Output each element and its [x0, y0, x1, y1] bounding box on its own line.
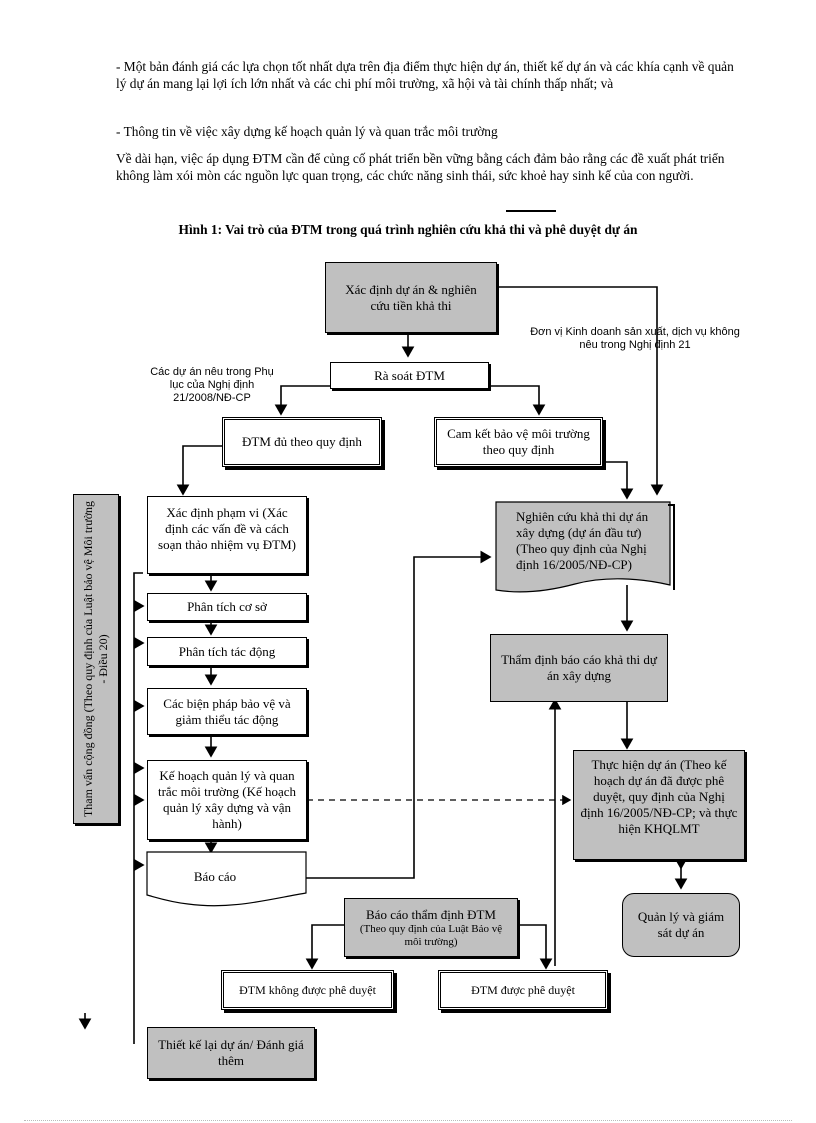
box-ra-soat-dtm: Rà soát ĐTM	[330, 362, 489, 389]
box-thuc-hien-text: Thực hiện dự án (Theo kế hoạch dự án đã …	[580, 757, 738, 836]
box-thuc-hien-du-an: Thực hiện dự án (Theo kế hoạch dự án đã …	[573, 750, 745, 860]
box-thiet-ke-lai: Thiết kế lại dự án/ Đánh giá thêm	[147, 1027, 315, 1079]
paragraph-evaluation: - Một bản đánh giá các lựa chọn tốt nhất…	[116, 59, 734, 91]
box-bao-cao: Báo cáo	[150, 857, 280, 897]
box-ke-hoach: Kế hoạch quản lý và quan trắc môi trường…	[147, 760, 307, 840]
box-nghien-cuu-text: Nghiên cứu khả thi dự án xây dựng (dự án…	[516, 509, 649, 572]
box-ra-soat-text: Rà soát ĐTM	[374, 367, 445, 383]
box-bien-phap-text: Các biện pháp bảo vệ và giảm thiểu tác đ…	[163, 695, 291, 727]
box-quan-ly-giam-sat: Quản lý và giám sát dự án	[622, 893, 740, 957]
box-phan-tich-co-so: Phân tích cơ sở	[147, 593, 307, 621]
box-bao-cao-text: Báo cáo	[193, 869, 237, 884]
paragraph-monitoring-info: - Thông tin về việc xây dựng kế hoạch qu…	[116, 124, 498, 139]
box-ke-hoach-text: Kế hoạch quản lý và quan trắc môi trường…	[157, 768, 297, 831]
box-phan-tich-tac-dong: Phân tích tác động	[147, 637, 307, 666]
box-tham-dinh-dtm-text: Báo cáo thẩm định ĐTM	[366, 906, 496, 922]
box-nghien-cuu-kha-thi: Nghiên cứu khả thi dự án xây dựng (dự án…	[500, 505, 668, 580]
box-bien-phap: Các biện pháp bảo vệ và giảm thiểu tác đ…	[147, 688, 307, 735]
box-tham-van-cong-dong: Tham vấn cộng đồng (Theo quy định của Lu…	[73, 494, 119, 824]
box-cam-ket-text: Cam kết bảo vệ môi trường theo quy định	[447, 426, 590, 457]
box-xac-dinh-du-an: Xác định dự án & nghiên cứu tiền khả thi	[325, 262, 497, 333]
box-co-so-text: Phân tích cơ sở	[187, 599, 267, 614]
box-tac-dong-text: Phân tích tác động	[178, 643, 276, 659]
paragraph-long-term: Về dài hạn, việc áp dụng ĐTM cần để củng…	[116, 151, 725, 183]
box-dtm-du: ĐTM đủ theo quy định	[222, 417, 382, 467]
box-tham-dinh-dtm-note: (Theo quy định của Luật Bảo vệ môi trườn…	[359, 922, 503, 948]
label-don-vi: Đơn vị Kinh doanh sản xuất, dịch vụ khôn…	[530, 326, 740, 351]
box-dtm-du-text: ĐTM đủ theo quy định	[242, 434, 362, 449]
page-bottom-border	[24, 1120, 792, 1121]
box-khong-phe-duyet-text: ĐTM không được phê duyệt	[239, 983, 376, 997]
box-tham-dinh-kha-thi: Thẩm định báo cáo khả thi dự án xây dựng	[490, 634, 668, 702]
box-quan-ly-text: Quản lý và giám sát dự án	[637, 909, 725, 940]
divider-rule	[506, 210, 556, 212]
box-cam-ket: Cam kết bảo vệ môi trường theo quy định	[434, 417, 603, 467]
box-thiet-ke-lai-text: Thiết kế lại dự án/ Đánh giá thêm	[158, 1037, 304, 1068]
box-phe-duyet-text: ĐTM được phê duyệt	[471, 983, 575, 997]
tham-van-text: Tham vấn cộng đồng (Theo quy định của Lu…	[81, 500, 110, 818]
box-xac-dinh-du-an-text: Xác định dự án & nghiên cứu tiền khả thi	[345, 281, 477, 313]
box-xac-dinh-pham-vi: Xác định phạm vi (Xác định các vấn đề và…	[147, 496, 307, 574]
box-dtm-phe-duyet: ĐTM được phê duyệt	[438, 970, 608, 1010]
box-dtm-khong-phe-duyet: ĐTM không được phê duyệt	[221, 970, 394, 1010]
box-tham-dinh-text: Thẩm định báo cáo khả thi dự án xây dựng	[501, 652, 657, 683]
box-bao-cao-tham-dinh: Báo cáo thẩm định ĐTM (Theo quy định của…	[344, 898, 518, 957]
figure-title: Hình 1: Vai trò của ĐTM trong quá trình …	[178, 222, 638, 237]
box-pham-vi-text: Xác định phạm vi (Xác định các vấn đề và…	[158, 505, 296, 552]
label-phu-luc: Các dự án nêu trong Phụ lục của Nghị địn…	[150, 366, 274, 404]
